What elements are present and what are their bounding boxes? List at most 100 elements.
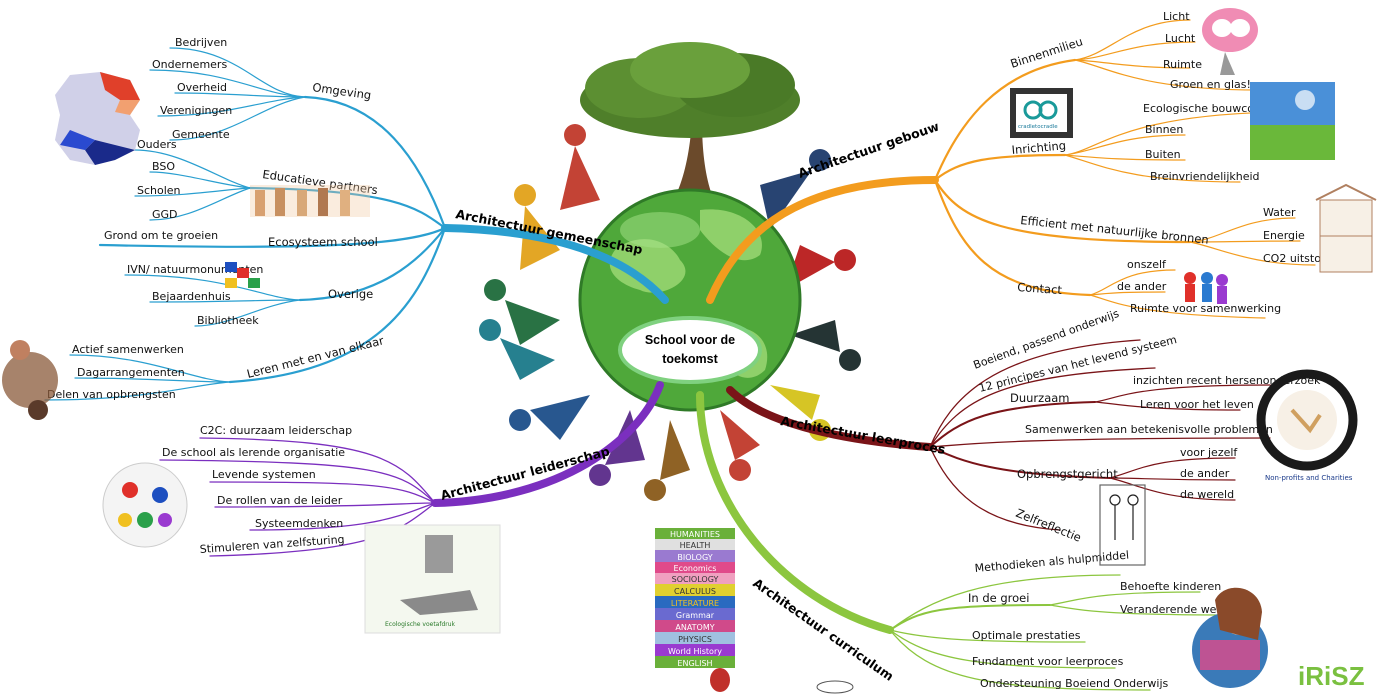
sky-field-icon xyxy=(1250,82,1335,160)
leaf-de-ander-contact: de ander xyxy=(1117,280,1167,293)
book-title: ENGLISH xyxy=(677,659,712,668)
book-title: ANATOMY xyxy=(675,623,714,632)
leaf-lerende-organisatie: De school als lerende organisatie xyxy=(162,446,345,459)
leaf-binnen: Binnen xyxy=(1145,123,1183,136)
leaf-voor-jezelf: voor jezelf xyxy=(1180,446,1238,459)
book-title: CALCULUS xyxy=(674,587,716,596)
book-title: LITERATURE xyxy=(671,599,719,608)
book-title: World History xyxy=(668,647,722,656)
leaf-breinvriendelijkheid: Breinvriendelijkheid xyxy=(1150,170,1260,183)
hands-circle-icon: Non-profits and Charities xyxy=(1256,369,1358,482)
leaf-co2-uitstoot: CO2 uitstoot xyxy=(1263,252,1333,265)
hands-circle-icon-left xyxy=(2,340,58,420)
leaf-water: Water xyxy=(1263,206,1296,219)
node-ecosysteem-school: Ecosysteem school xyxy=(268,235,378,249)
leaf-veranderende-wereld: Veranderende wereld xyxy=(1120,603,1238,616)
book-title: Economics xyxy=(674,564,717,573)
node-overige: Overige xyxy=(328,287,373,301)
leaf-buiten: Buiten xyxy=(1145,148,1181,161)
tree-canopy xyxy=(580,42,800,138)
leaf-c2c: C2C: duurzaam leiderschap xyxy=(200,424,352,437)
molecule-ball-icon xyxy=(102,462,188,548)
leaf-behoefte-kinderen: Behoefte kinderen xyxy=(1120,580,1221,593)
books-stack-icon: HUMANITIES HEALTH BIOLOGY Economics SOCI… xyxy=(655,528,854,694)
leaf-rollen-van-de-leider: De rollen van de leider xyxy=(217,494,343,507)
leaf-leren-voor-het-leven: Leren voor het leven xyxy=(1140,398,1254,411)
figures-sketch-icon xyxy=(1099,484,1146,566)
leaf-lucht: Lucht xyxy=(1165,32,1196,45)
book-title: HEALTH xyxy=(680,541,711,550)
brain-icon xyxy=(1202,8,1258,75)
branch-leiderschap xyxy=(159,381,664,557)
leaf-verenigingen: Verenigingen xyxy=(160,104,232,117)
center-title-line1: School voor de xyxy=(645,333,735,347)
people-icon xyxy=(1184,272,1228,304)
center-title-line2: toekomst xyxy=(662,352,718,366)
lego-icon xyxy=(225,262,260,288)
node-opbrengstgericht: Opbrengstgericht xyxy=(1017,467,1118,481)
node-efficient: Efficient met natuurlijke bronnen xyxy=(1020,213,1210,247)
branch-gebouw xyxy=(706,19,1316,319)
leaf-overheid: Overheid xyxy=(177,81,227,94)
leaf-bedrijven: Bedrijven xyxy=(175,36,227,49)
book-title: Grammar xyxy=(676,611,715,620)
leaf-dagarrangementen: Dagarrangementen xyxy=(77,366,185,379)
leaf-bibliotheek: Bibliotheek xyxy=(197,314,259,327)
gebouw-labels: Architectuur gebouw Binnenmilieu Licht L… xyxy=(796,10,1333,315)
leaf-delen-van-opbrengsten: Delen van opbrengsten xyxy=(47,388,176,401)
book-title: PHYSICS xyxy=(678,635,712,644)
book-title: SOCIOLOGY xyxy=(672,575,719,584)
netherlands-map-icon xyxy=(55,72,140,165)
hands-caption: Non-profits and Charities xyxy=(1265,474,1353,482)
leaf-ondernemers: Ondernemers xyxy=(152,58,227,71)
irisz-logo-icon: iRiSZ xyxy=(1298,661,1365,691)
hands-raised-icon xyxy=(250,185,370,217)
house-icon xyxy=(1315,183,1377,273)
book-title: BIOLOGY xyxy=(677,553,712,562)
leaf-ggd: GGD xyxy=(152,208,178,221)
leaf-optimale-prestaties: Optimale prestaties xyxy=(972,629,1081,642)
curriculum-labels: Architectuur curriculum Methodieken als … xyxy=(750,549,1237,690)
leaf-actief-samenwerken: Actief samenwerken xyxy=(72,343,184,356)
leaf-systeemdenken: Systeemdenken xyxy=(255,517,343,530)
leaf-de-wereld: de wereld xyxy=(1180,488,1234,501)
leaf-licht: Licht xyxy=(1163,10,1190,23)
branch-leerproces xyxy=(726,339,1271,531)
cradle-logo-icon: cradletocradle xyxy=(1010,88,1073,138)
node-contact: Contact xyxy=(1017,280,1063,297)
leaf-gemeente: Gemeente xyxy=(172,128,230,141)
node-leren-met-en-van-elkaar: Leren met en van elkaar xyxy=(245,333,385,381)
leaf-scholen: Scholen xyxy=(137,184,181,197)
eco-caption: Ecologische voetafdruk xyxy=(385,621,456,628)
book-title: HUMANITIES xyxy=(670,530,720,539)
leaf-energie: Energie xyxy=(1263,229,1305,242)
foot-city-icon: Ecologische voetafdruk xyxy=(364,524,501,634)
leaf-bejaardenhuis: Bejaardenhuis xyxy=(152,290,231,303)
leerproces-labels: Architectuur leerproces Boeiend, passend… xyxy=(779,307,1321,545)
branch-label-leerproces: Architectuur leerproces xyxy=(779,413,946,457)
leaf-ruimte-voor-samenwerking: Ruimte voor samenwerking xyxy=(1130,302,1281,315)
irisz-logo-text: iRiSZ xyxy=(1298,661,1365,691)
leaf-grond-om-te-groeien: Grond om te groeien xyxy=(104,229,218,242)
leaf-ruimte: Ruimte xyxy=(1163,58,1202,71)
leaf-ondersteuning: Ondersteuning Boeiend Onderwijs xyxy=(980,677,1168,690)
leaf-onszelf: onszelf xyxy=(1127,258,1167,271)
leaf-fundament: Fundament voor leerproces xyxy=(972,655,1124,668)
leaf-methodieken: Methodieken als hulpmiddel xyxy=(974,549,1129,575)
node-inrichting: Inrichting xyxy=(1011,138,1067,157)
branch-gemeenschap xyxy=(44,47,669,401)
gemeenschap-labels: Architectuur gemeenschap Omgeving Bedrij… xyxy=(47,36,644,401)
leaf-groen-en-glas: Groen en glas! xyxy=(1170,78,1251,91)
leaf-levende-systemen: Levende systemen xyxy=(212,468,316,481)
leaf-ouders: Ouders xyxy=(137,138,177,151)
center-node[interactable]: School voor de toekomst xyxy=(618,316,762,384)
leaf-de-ander-leerproces: de ander xyxy=(1180,467,1230,480)
leaf-bso: BSO xyxy=(152,160,175,173)
cradle-logo-text: cradletocradle xyxy=(1018,124,1058,130)
node-in-de-groei: In de groei xyxy=(968,591,1029,605)
girl-globe-icon xyxy=(1192,587,1268,688)
leaf-samenwerken: Samenwerken aan betekenisvolle problemen xyxy=(1025,423,1273,436)
node-duurzaam: Duurzaam xyxy=(1010,391,1070,405)
